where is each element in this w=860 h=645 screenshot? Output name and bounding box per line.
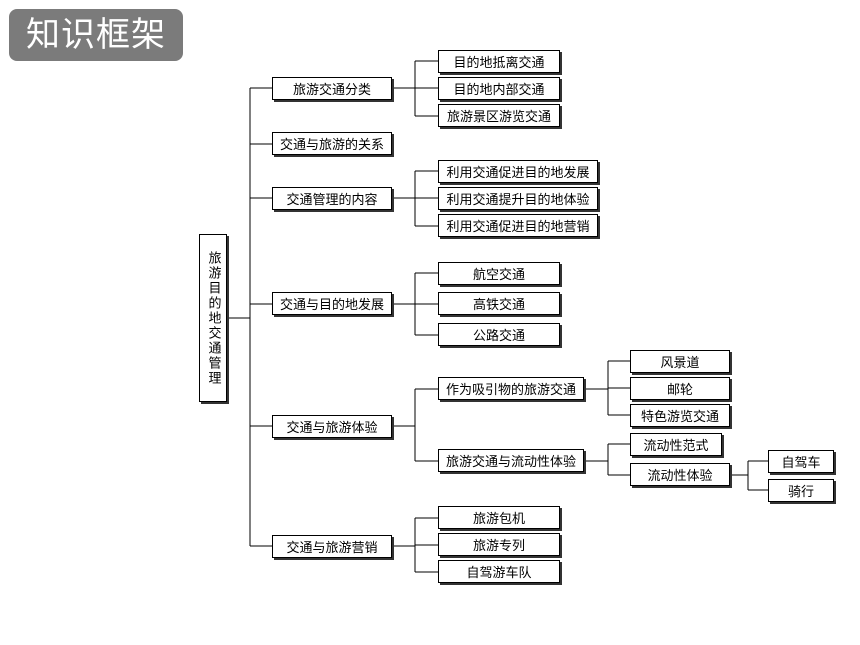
leaf-node: 公路交通 [438, 323, 560, 346]
leaf-node: 利用交通提升目的地体验 [438, 187, 598, 210]
leaf-node: 高铁交通 [438, 292, 560, 315]
node-mobility-experience-transport: 旅游交通与流动性体验 [438, 449, 584, 472]
leaf-node: 骑行 [768, 479, 834, 502]
leaf-node: 邮轮 [630, 377, 730, 400]
node-mobility-paradigm: 流动性范式 [630, 433, 722, 456]
node-transport-tourism-relation: 交通与旅游的关系 [272, 132, 392, 155]
node-attraction-transport: 作为吸引物的旅游交通 [438, 377, 584, 400]
node-transport-management-content: 交通管理的内容 [272, 187, 392, 210]
leaf-node: 风景道 [630, 350, 730, 373]
leaf-node: 旅游包机 [438, 506, 560, 529]
node-travel-transport-classification: 旅游交通分类 [272, 77, 392, 100]
page-title: 知识框架 [9, 9, 183, 61]
leaf-node: 自驾游车队 [438, 560, 560, 583]
leaf-node: 自驾车 [768, 450, 834, 473]
leaf-node: 航空交通 [438, 262, 560, 285]
root-node: 旅游目的地交通管理 [199, 234, 227, 402]
node-transport-destination-development: 交通与目的地发展 [272, 292, 392, 315]
leaf-node: 旅游专列 [438, 533, 560, 556]
leaf-node: 利用交通促进目的地发展 [438, 160, 598, 183]
node-transport-tourism-marketing: 交通与旅游营销 [272, 535, 392, 558]
leaf-node: 目的地抵离交通 [438, 50, 560, 73]
node-transport-tourism-experience: 交通与旅游体验 [272, 415, 392, 438]
leaf-node: 目的地内部交通 [438, 77, 560, 100]
leaf-node: 特色游览交通 [630, 404, 730, 427]
leaf-node: 旅游景区游览交通 [438, 104, 560, 127]
leaf-node: 利用交通促进目的地营销 [438, 214, 598, 237]
node-mobility-experience: 流动性体验 [630, 463, 730, 486]
